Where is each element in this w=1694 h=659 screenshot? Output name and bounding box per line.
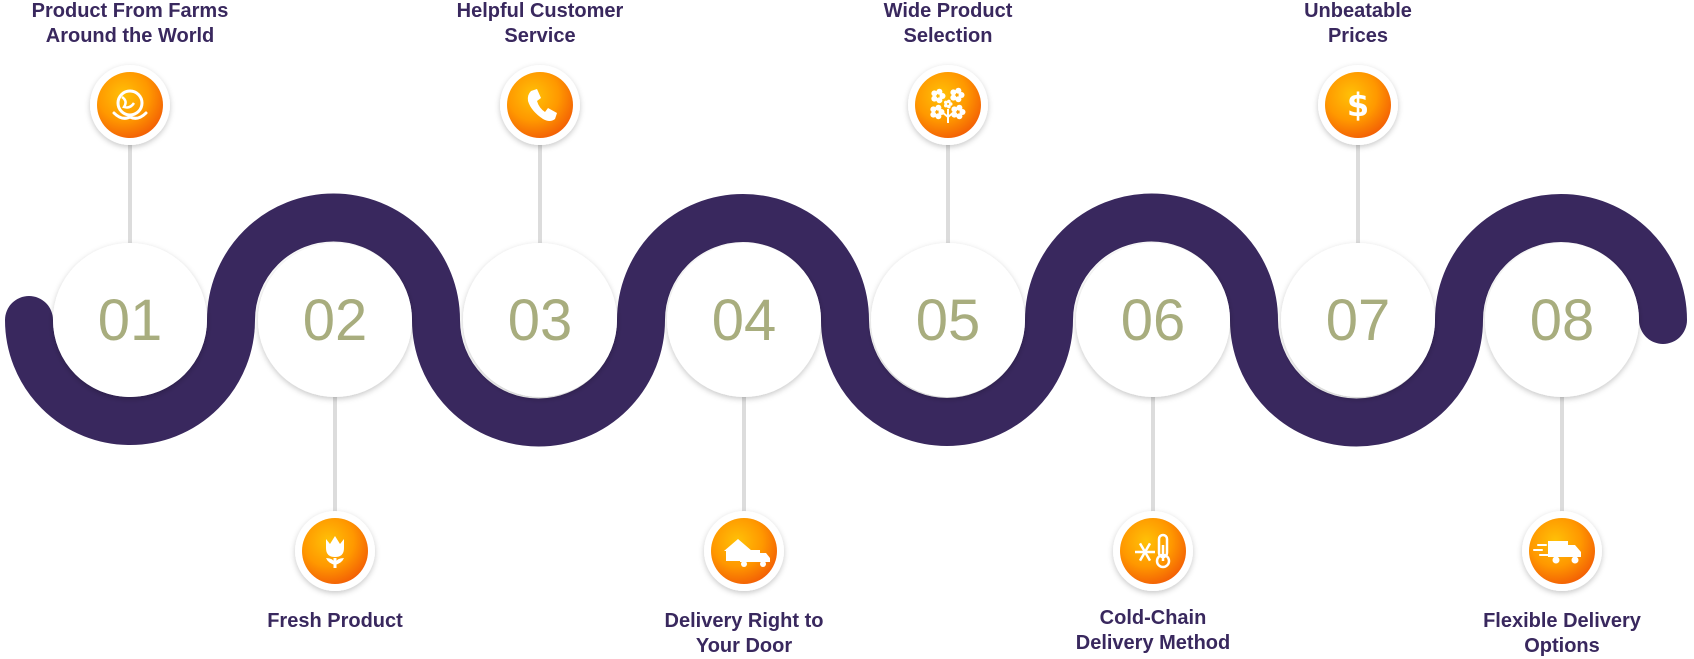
connector-lines (128, 138, 1564, 518)
label-line: Wide Product (883, 0, 1013, 22)
phone-icon (500, 65, 580, 145)
label-line: Fresh Product (267, 610, 403, 632)
step-02-label: Fresh Product (215, 609, 455, 634)
fast-truck-icon (1522, 511, 1602, 591)
label-line: Around the World (45, 25, 215, 47)
tulip-icon (295, 511, 375, 591)
label-line: Selection (903, 25, 993, 47)
label-line: Prices (1327, 25, 1389, 47)
step-number: 07 (1326, 288, 1391, 353)
step-03-circle: 03 (463, 243, 617, 397)
step-number: 06 (1121, 288, 1186, 353)
label-line: Options (1524, 635, 1600, 657)
label-line: Delivery Right to (664, 610, 824, 632)
step-08-circle: 08 (1485, 243, 1639, 397)
flowers-icon (908, 65, 988, 145)
icon-badges: $ (90, 65, 1602, 591)
label-line: Helpful Customer (456, 0, 624, 22)
step-06-circle: 06 (1076, 243, 1230, 397)
dollar-icon: $ (1318, 65, 1398, 145)
svg-text:$: $ (1347, 86, 1369, 124)
step-04-label: Delivery Right to Your Door (624, 609, 864, 659)
snowflake-thermometer-icon (1113, 511, 1193, 591)
label-line: Delivery Method (1075, 632, 1231, 654)
step-05-circle: 05 (871, 243, 1025, 397)
step-number: 04 (712, 288, 777, 353)
step-number: 03 (508, 288, 573, 353)
step-number: 05 (916, 288, 981, 353)
step-07-circle: 07 (1281, 243, 1435, 397)
label-line: Product From Farms (31, 0, 229, 22)
label-line: Cold-Chain (1099, 607, 1207, 629)
globe-hands-icon (90, 65, 170, 145)
label-line: Flexible Delivery (1483, 610, 1641, 632)
label-line: Your Door (695, 635, 793, 657)
step-number: 02 (303, 288, 368, 353)
step-04-circle: 04 (667, 243, 821, 397)
step-number: 08 (1530, 288, 1595, 353)
step-number: 01 (98, 288, 163, 353)
step-01-circle: 01 (53, 243, 207, 397)
number-circles: 01 02 03 04 05 06 07 08 (53, 243, 1639, 397)
wave-path (5, 193, 1687, 447)
label-line: Service (504, 25, 576, 47)
step-02-circle: 02 (258, 243, 412, 397)
label-line: Unbeatable (1304, 0, 1412, 22)
delivery-truck-house-icon (704, 511, 784, 591)
